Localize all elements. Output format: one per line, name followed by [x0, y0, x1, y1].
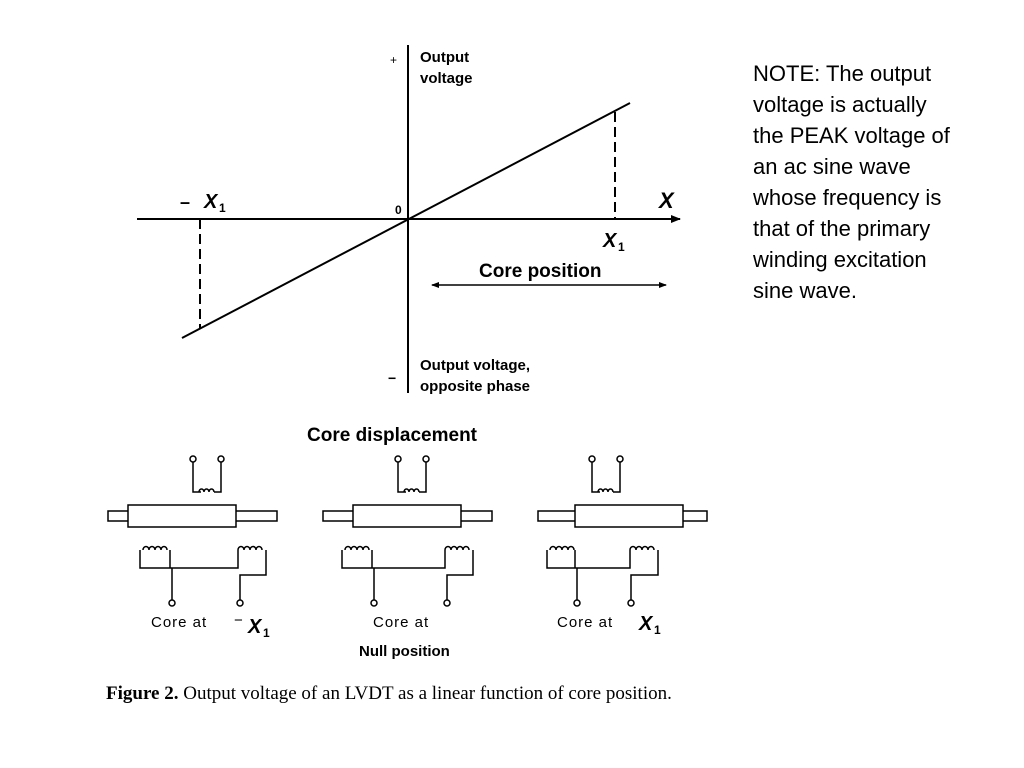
lvdt-panel-null	[322, 455, 493, 607]
lvdt-core	[322, 504, 493, 528]
panel2-label-prefix: Core at	[373, 614, 429, 631]
x1-subscript: 1	[618, 240, 625, 254]
neg-x1-letter: X	[203, 191, 219, 213]
origin-label: 0	[395, 203, 402, 217]
lvdt-core	[537, 504, 708, 528]
primary-coil	[394, 455, 430, 493]
lvdt-core	[107, 504, 278, 528]
note-text: NOTE: The output voltage is actually the…	[753, 61, 950, 303]
x-axis-label: X	[657, 188, 675, 213]
neg-x1-sign: –	[180, 192, 190, 212]
lvdt-panel-x1	[537, 455, 708, 607]
panel1-label-prefix: Core at	[151, 614, 207, 631]
panel2-label-second-line: Null position	[359, 643, 450, 660]
panel1-label-sign: −	[234, 612, 243, 629]
caption-text: Output voltage of an LVDT as a linear fu…	[183, 683, 672, 704]
characteristic-line	[181, 102, 631, 339]
panel3-label-prefix: Core at	[557, 614, 613, 631]
caption-figure-number: Figure 2.	[106, 683, 179, 704]
panel3-label-x: X	[638, 613, 654, 635]
y-axis-minus-sign: −	[388, 370, 396, 386]
primary-coil	[189, 455, 225, 493]
lvdt-panel-neg-x1	[107, 455, 278, 607]
output-voltage-graph: + Output voltage − Output voltage, oppos…	[137, 45, 681, 395]
secondary-coils	[546, 545, 659, 607]
secondary-coils	[139, 545, 267, 607]
y-axis-bottom-label-line1: Output voltage,	[420, 357, 530, 374]
core-displacement-title: Core displacement	[307, 425, 478, 446]
panel1-label-x: X	[247, 616, 263, 638]
y-axis-bottom-label-line2: opposite phase	[420, 378, 530, 395]
y-axis-top-label-line1: Output	[420, 49, 469, 66]
figure-caption: Figure 2. Output voltage of an LVDT as a…	[106, 682, 726, 706]
x1-letter: X	[602, 230, 618, 252]
panel1-label-x-sub: 1	[263, 626, 270, 640]
neg-x1-subscript: 1	[219, 201, 226, 215]
y-axis-top-label-line2: voltage	[420, 70, 473, 87]
core-position-label: Core position	[479, 261, 601, 282]
secondary-coils	[341, 545, 474, 607]
panel3-label-x-sub: 1	[654, 623, 661, 637]
y-axis-plus-sign: +	[390, 53, 397, 67]
primary-coil	[588, 455, 624, 493]
